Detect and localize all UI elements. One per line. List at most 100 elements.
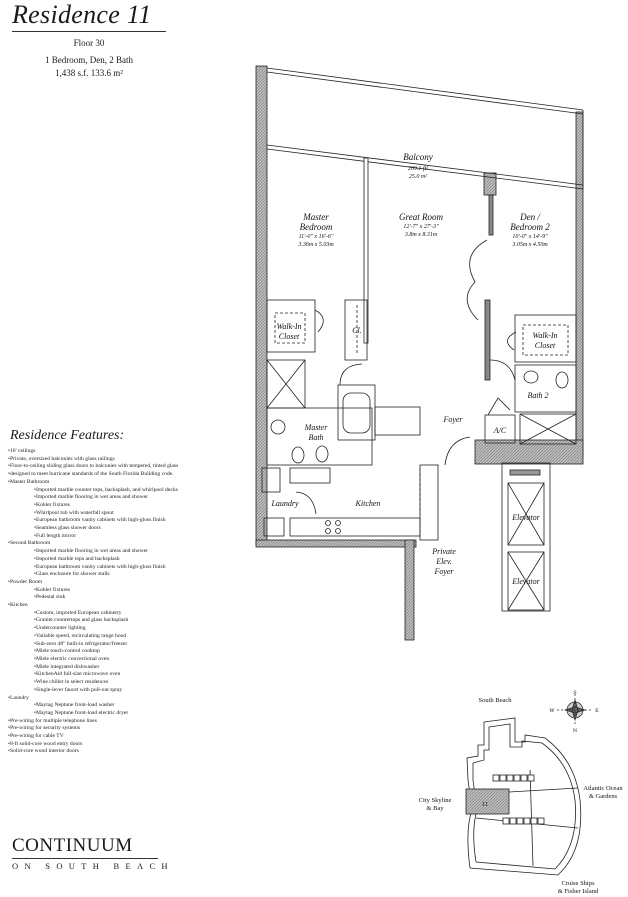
feature-sublist: Imported marble counter tops, backsplash… (8, 487, 248, 541)
svg-text:S: S (573, 690, 577, 696)
logo-tagline: ON SOUTH BEACH (12, 861, 174, 871)
feature-sublist: Custom, imported European cabinetryGrani… (8, 610, 248, 695)
elevator-1-label: Elevator (511, 513, 540, 522)
den-walk-in-closet-label-2: Closet (535, 341, 556, 350)
feature-subitem: Single-lever faucet with pull-out spray (34, 687, 248, 695)
key-plan-south-label: Cruise Ships (561, 880, 595, 887)
feature-item: 10' ceilings (8, 448, 248, 456)
continuum-logo: CONTINUUM ON SOUTH BEACH (12, 835, 174, 871)
building-outline (465, 717, 582, 876)
key-plan-unit-marker: 11 (482, 801, 488, 808)
room-labels: Balcony 269.1 ft² 25.0 m² Master Bedroom… (270, 152, 557, 586)
feature-item: Solid-core wood interior doors (8, 748, 248, 756)
walk-in-closet-label: Walk-In (276, 322, 301, 331)
master-bath-label-2: Bath (308, 433, 323, 442)
balcony-area-m: 25.0 m² (409, 174, 427, 180)
den-label-2: Bedroom 2 (510, 222, 550, 232)
feature-text: Second Bathroom (9, 540, 51, 547)
feature-text: 10' ceilings (9, 448, 36, 454)
great-room-dim-m: 3.8m x 8.31m (404, 232, 438, 238)
feature-subitem: Imported marble flooring in wet areas an… (34, 548, 248, 556)
key-plan-north-label: South Beach (478, 697, 512, 704)
feature-item: designed to meet hurricane standards of … (8, 471, 248, 479)
den-dim-m: 3.05m x 4.50m (511, 241, 548, 248)
feature-sublist: Maytag Neptune front-load washerMaytag N… (8, 702, 248, 717)
feature-sublist: Imported marble flooring in wet areas an… (8, 548, 248, 579)
foyer-label: Foyer (442, 415, 463, 424)
master-bath-label: Master (304, 423, 329, 432)
unit-layout: 1 Bedroom, Den, 2 Bath (45, 55, 133, 65)
feature-subitem: Imported marble counter tops, backsplash… (34, 487, 248, 495)
feature-subitem: Full length mirror (34, 533, 248, 541)
walk-in-closet-label-2: Closet (279, 332, 300, 341)
feature-text: Pre-wiring for multiple telephone lines (9, 717, 97, 724)
den-walk-in-closet-label: Walk-In (532, 331, 557, 340)
title-divider (12, 31, 166, 32)
residence-title: Residence 11 (12, 0, 152, 29)
feature-subitem: Imported marble flooring in wet areas an… (34, 494, 248, 502)
feature-item: Second BathroomImported marble flooring … (8, 540, 248, 579)
feature-subitem: Custom, imported European cabinetry (34, 610, 248, 618)
feature-subitem: Seamless glass shower doors (34, 525, 248, 533)
feature-subitem: Wine chiller in select residences (34, 679, 248, 687)
key-plan: South Beach City Skyline & Bay Atlantic … (419, 690, 624, 895)
key-plan-west-label: City Skyline (419, 797, 452, 804)
master-bedroom-label-2: Bedroom (300, 222, 333, 232)
svg-text:N: N (573, 728, 578, 734)
features-heading: Residence Features: (10, 428, 125, 443)
feature-item: 8-ft solid-core wood entry doors (8, 741, 248, 749)
master-bedroom-dim-ft: 11'-0" x 16'-6" (299, 234, 334, 240)
feature-text: Pre-wiring for cable TV (9, 733, 64, 740)
feature-subitem: Kohler fixtures (34, 502, 248, 510)
floor-label: Floor 30 (73, 38, 105, 48)
den-dim-ft: 10'-0" x 14'-9" (512, 233, 548, 240)
feature-text: Floor-to-ceiling sliding glass doors to … (9, 463, 179, 470)
feature-text: Solid-core wood interior doors (9, 748, 79, 755)
balcony-label: Balcony (403, 152, 433, 162)
feature-text: Laundry (9, 694, 29, 701)
feature-subitem: Imported marble tops and backsplash (34, 556, 248, 564)
key-plan-south-label-2: & Fisher Island (558, 888, 599, 895)
feature-item: LaundryMaytag Neptune front-load washerM… (8, 695, 248, 718)
feature-subitem: Kohler fixtures (34, 587, 248, 595)
svg-text:E: E (595, 708, 599, 714)
closet-label: Cl. (352, 326, 362, 335)
features-list: 10' ceilingsPrivate, oversized balconies… (8, 448, 248, 756)
key-plan-east-label-2: & Gardens (589, 793, 618, 800)
feature-subitem: Sub-zero 48" built-in refrigerator/freez… (34, 641, 248, 649)
feature-subitem: Miele integrated dishwasher (34, 664, 248, 672)
feature-text: 8-ft solid-core wood entry doors (9, 740, 83, 747)
feature-text: Powder Room (9, 578, 43, 585)
great-room-label: Great Room (399, 212, 443, 222)
compass-icon: S N W E (549, 690, 599, 734)
feature-item: Floor-to-ceiling sliding glass doors to … (8, 463, 248, 471)
feature-item: Pre-wiring for multiple telephone lines (8, 718, 248, 726)
elev-foyer-label-2: Elev. (435, 557, 452, 566)
elev-foyer-label-3: Foyer (433, 567, 454, 576)
feature-subitem: KitchenAid full-size microwave oven (34, 671, 248, 679)
feature-item: Private, oversized balconies with glass … (8, 456, 248, 464)
svg-text:W: W (549, 708, 555, 714)
master-bedroom-dim-m: 3.36m x 5.03m (297, 242, 334, 248)
feature-text: Master Bathroom (9, 478, 50, 485)
master-bedroom-label: Master (302, 212, 329, 222)
feature-subitem: European bathroom vanity cabinets with h… (34, 564, 248, 572)
feature-subitem: Whirlpool tub with waterfall spout (34, 510, 248, 518)
feature-subitem: Undercounter lighting (34, 625, 248, 633)
ac-label: A/C (493, 426, 507, 435)
balcony-area-ft: 269.1 ft² (408, 165, 428, 172)
great-room-dim-ft: 12'-7" x 27'-3" (403, 224, 439, 230)
laundry-label: Laundry (270, 499, 299, 508)
feature-subitem: Pedestal sink (34, 594, 248, 602)
den-label: Den / (519, 212, 541, 222)
balcony-outline (261, 67, 584, 612)
feature-subitem: Glass enclosure for shower stalls (34, 571, 248, 579)
feature-subitem: Maytag Neptune front-load electric dryer (34, 710, 248, 718)
key-plan-west-label-2: & Bay (426, 805, 444, 812)
feature-subitem: European bathroom vanity cabinets with h… (34, 517, 248, 525)
key-plan-east-label: Atlantic Ocean (583, 785, 623, 792)
feature-subitem: Maytag Neptune front-load washer (34, 702, 248, 710)
feature-item: Master BathroomImported marble counter t… (8, 479, 248, 541)
bath2-label: Bath 2 (527, 391, 548, 400)
